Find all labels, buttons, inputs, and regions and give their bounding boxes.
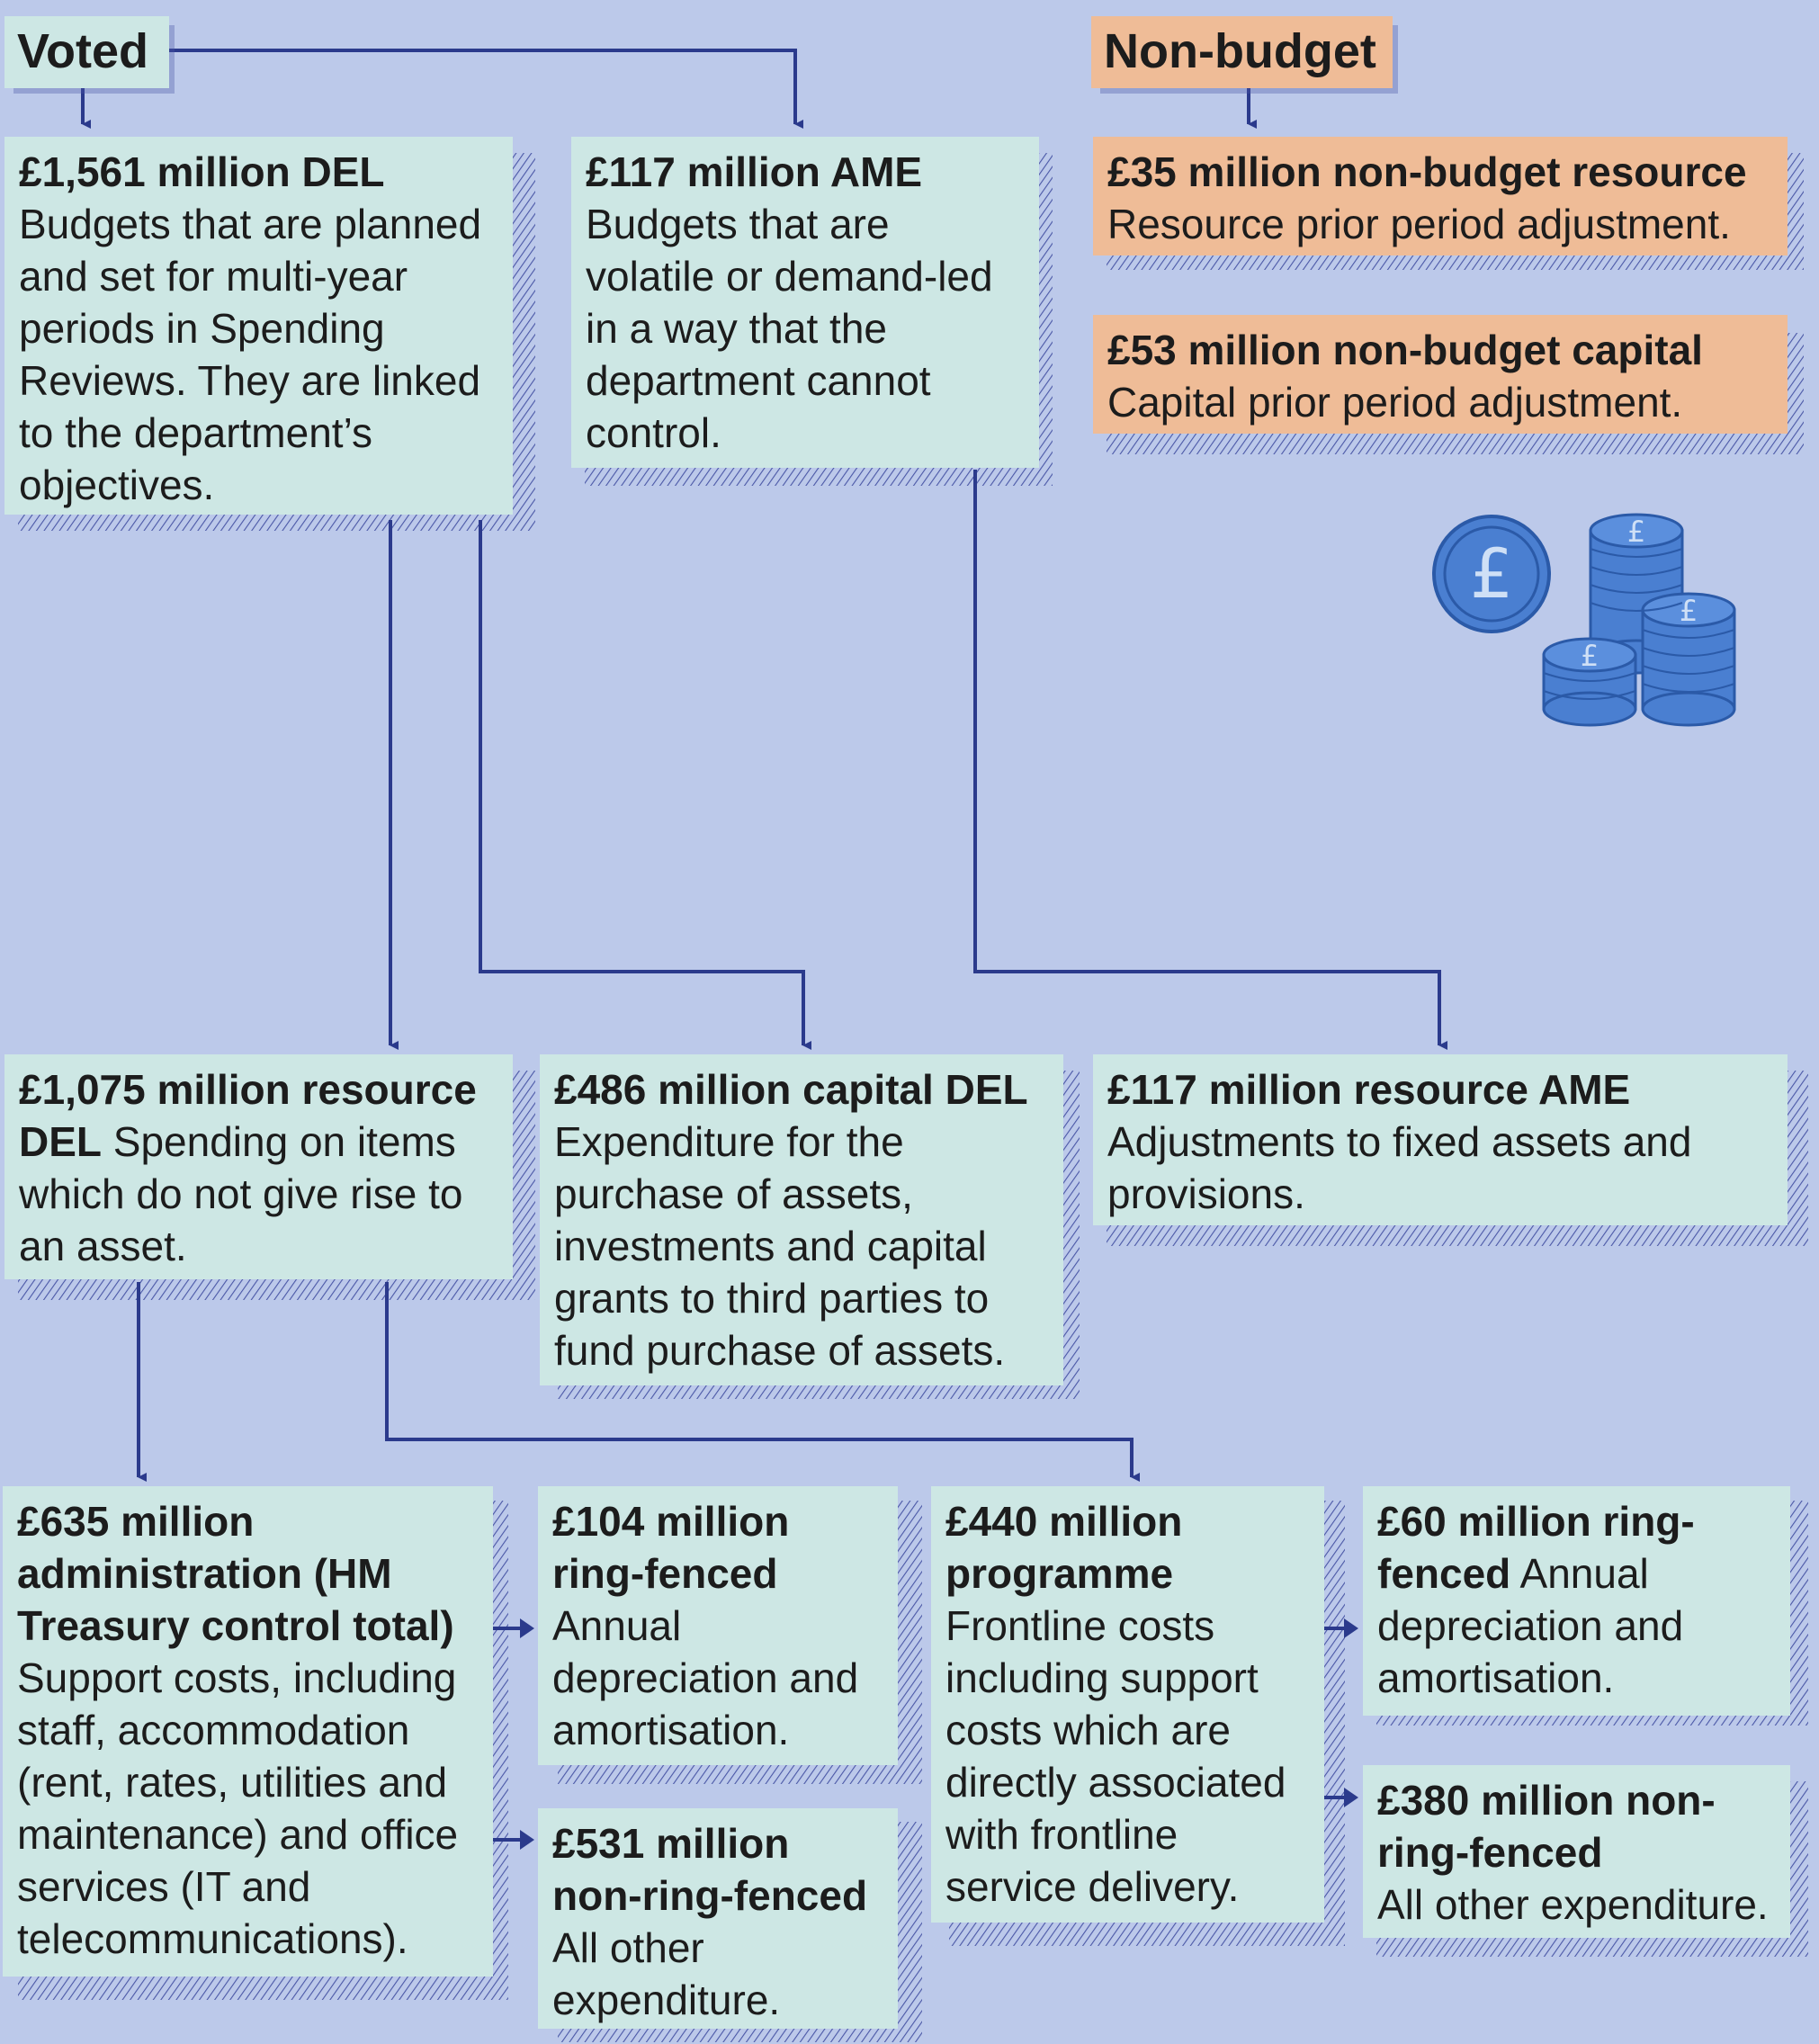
connector-ame-resource: [973, 470, 1447, 1050]
nb-capital-title: £53 million non-budget capital: [1107, 327, 1703, 373]
connector-resource-programme: [385, 1282, 1140, 1482]
capital-del-body: Expenditure for the purchase of assets, …: [554, 1118, 1006, 1374]
capital-del-title: £486 million capital DEL: [554, 1066, 1028, 1113]
voted-header: Voted: [4, 16, 169, 88]
ame-body: Budgets that are volatile or demand-led …: [586, 201, 993, 456]
administration-body: Support costs, including staff, accommod…: [17, 1654, 459, 1962]
administration-title: £635 million administration (HM Treasury…: [17, 1498, 454, 1649]
nb-capital-body: Capital prior period adjustment.: [1107, 379, 1683, 426]
prog-ring-fenced-body: Annual depreciation and amortisation.: [1377, 1550, 1684, 1701]
non-budget-label: Non-budget: [1104, 24, 1376, 78]
admin-ring-fenced-title: £104 million ring-fenced: [552, 1498, 790, 1597]
ame-title: £117 million AME: [586, 148, 923, 195]
resource-del-title: £1,075 million resource DEL: [19, 1066, 477, 1165]
prog-ring-fenced-box: £60 million ring-fenced Annual depreciat…: [1363, 1486, 1790, 1716]
nb-resource-title: £35 million non-budget resource: [1107, 148, 1747, 195]
admin-non-ring-fenced-body: All other expenditure.: [552, 1924, 781, 2023]
nb-resource-body: Resource prior period adjustment.: [1107, 201, 1731, 247]
arrow-prog-ring: [1344, 1618, 1358, 1638]
resource-del-box: £1,075 million resource DEL Spending on …: [4, 1054, 513, 1279]
admin-non-ring-fenced-title: £531 million non-ring-fenced: [552, 1820, 868, 1919]
arrow-admin-ring: [520, 1618, 534, 1638]
administration-box: £635 million administration (HM Treasury…: [3, 1486, 493, 1977]
resource-del-body: Spending on items which do not give rise…: [19, 1118, 463, 1269]
svg-text:£: £: [1680, 594, 1698, 628]
svg-text:£: £: [1470, 533, 1513, 614]
resource-ame-box: £117 million resource AME Adjustments to…: [1093, 1054, 1788, 1225]
svg-text:£: £: [1581, 639, 1599, 673]
voted-label: Voted: [17, 24, 148, 78]
programme-body: Frontline costs including support costs …: [945, 1602, 1286, 1910]
prog-non-ring-fenced-title: £380 million non-ring-fenced: [1377, 1777, 1716, 1876]
capital-del-box: £486 million capital DEL Expenditure for…: [540, 1054, 1063, 1385]
svg-text:£: £: [1627, 515, 1645, 549]
nb-resource-box: £35 million non-budget resource Resource…: [1093, 137, 1788, 256]
non-budget-header: Non-budget: [1091, 16, 1393, 88]
programme-box: £440 million programme Frontline costs i…: [931, 1486, 1324, 1923]
ame-box: £117 million AME Budgets that are volati…: [571, 137, 1039, 468]
programme-title: £440 million programme: [945, 1498, 1183, 1597]
del-title: £1,561 million DEL: [19, 148, 385, 195]
connector-del-capital: [479, 520, 811, 1050]
nb-capital-box: £53 million non-budget capital Capital p…: [1093, 315, 1788, 434]
admin-ring-fenced-box: £104 million ring-fenced Annual deprecia…: [538, 1486, 898, 1765]
admin-non-ring-fenced-box: £531 million non-ring-fenced All other e…: [538, 1808, 898, 2029]
del-box: £1,561 million DEL Budgets that are plan…: [4, 137, 513, 515]
arrow-admin-nonring: [520, 1830, 534, 1850]
resource-ame-body: Adjustments to fixed assets and provisio…: [1107, 1118, 1692, 1217]
arrow-prog-nonring: [1344, 1788, 1358, 1807]
prog-non-ring-fenced-box: £380 million non-ring-fenced All other e…: [1363, 1765, 1790, 1938]
prog-ring-fenced-title: £60 million ring-fenced: [1377, 1498, 1695, 1597]
prog-non-ring-fenced-body: All other expenditure.: [1377, 1881, 1769, 1928]
admin-ring-fenced-body: Annual depreciation and amortisation.: [552, 1602, 859, 1753]
del-body: Budgets that are planned and set for mul…: [19, 201, 482, 508]
connector-voted-ame: [169, 49, 803, 129]
pound-coin-icon: £: [1432, 515, 1551, 633]
resource-ame-title: £117 million resource AME: [1107, 1066, 1631, 1113]
coin-stacks-icon: £ £ £: [1542, 513, 1736, 727]
